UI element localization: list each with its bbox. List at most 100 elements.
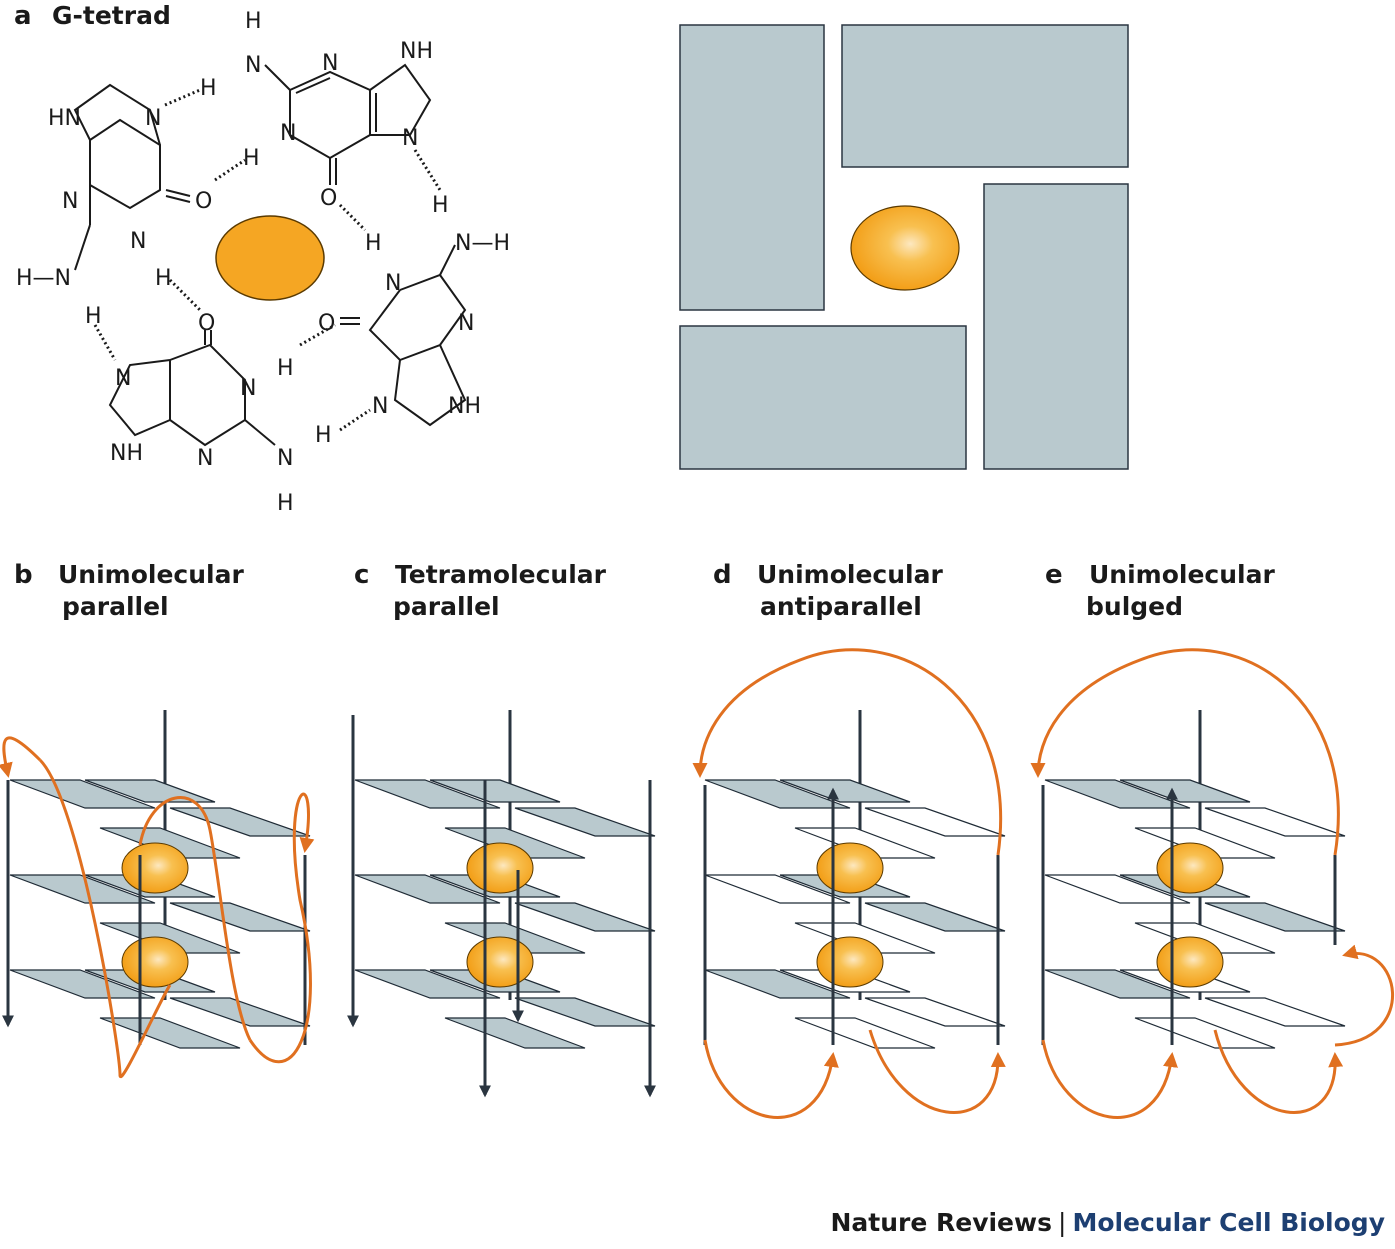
g-tetrad-structure xyxy=(73,63,467,447)
atom-label: N xyxy=(240,376,256,401)
loop-strand xyxy=(1334,944,1394,1047)
journal-separator: | xyxy=(1058,1208,1067,1237)
atom-label: N xyxy=(115,366,131,391)
cation-ion xyxy=(466,936,534,988)
loop-strand xyxy=(1030,648,1340,856)
atom-label: H—N xyxy=(16,266,71,291)
atom-label: N xyxy=(197,446,213,471)
guanine-plate xyxy=(429,779,561,803)
atom-label: H xyxy=(277,491,294,516)
panel-c-letter: c xyxy=(354,560,369,590)
guanine-plate xyxy=(99,1017,241,1049)
atom-label: N xyxy=(322,51,338,76)
panel-a-heading: a G-tetrad xyxy=(14,1,171,31)
guanine-plate xyxy=(1134,1017,1276,1049)
quadruplex-tetramolecular-parallel xyxy=(347,710,656,1098)
panel-e-letter: e xyxy=(1045,560,1063,590)
atom-label: N xyxy=(62,189,78,214)
atom-label: N xyxy=(402,126,418,151)
loop-strand xyxy=(248,792,315,1064)
panel-b-title-line2: parallel xyxy=(62,592,169,621)
guanine-plate xyxy=(704,969,851,999)
g-tetrad-atoms: H N H N NH N H N O HN N N O N H N—H H H—… xyxy=(16,9,510,516)
quadruplex-unimolecular-parallel xyxy=(0,710,315,1079)
subjournal-name: Molecular Cell Biology xyxy=(1072,1208,1385,1237)
guanine-plate xyxy=(794,1017,936,1049)
guanine-plate xyxy=(169,902,311,932)
atom-label: O xyxy=(318,311,335,336)
panel-d-letter: d xyxy=(713,560,732,590)
guanine-plate xyxy=(779,779,911,803)
guanine-plate xyxy=(9,874,156,904)
panel-c-heading: c Tetramolecular parallel xyxy=(354,560,607,621)
guanine-plate xyxy=(514,902,656,932)
panel-d-title-line2: antiparallel xyxy=(760,592,922,621)
panel-c-title-line2: parallel xyxy=(393,592,500,621)
panel-e-title-line1: Unimolecular xyxy=(1089,560,1275,589)
cation-ion xyxy=(466,842,534,894)
guanine-bottom-right xyxy=(340,244,467,427)
panel-c-title-line1: Tetramolecular xyxy=(395,560,607,589)
loop-strand xyxy=(868,1029,1006,1114)
guanine-top-left xyxy=(73,83,191,271)
guanine-block-bottom xyxy=(679,325,967,470)
atom-label: H xyxy=(245,9,262,34)
loop-strand xyxy=(1041,1039,1178,1119)
guanine-plate xyxy=(354,874,501,904)
guanine-plate xyxy=(704,874,851,904)
guanine-plate xyxy=(1204,902,1346,932)
guanine-plate xyxy=(1044,779,1191,809)
cation-ion xyxy=(121,936,189,988)
cation-ion xyxy=(1156,842,1224,894)
atom-label: N—H xyxy=(455,231,510,256)
panel-b-title-line1: Unimolecular xyxy=(58,560,244,589)
atom-label: H xyxy=(315,423,332,448)
atom-label: H xyxy=(432,193,449,218)
journal-credit: Nature Reviews|Molecular Cell Biology xyxy=(830,1208,1385,1237)
panel-e-title-line2: bulged xyxy=(1086,592,1183,621)
atom-label: O xyxy=(320,186,337,211)
guanine-plate xyxy=(354,969,501,999)
guanine-plate xyxy=(864,807,1006,837)
guanine-plate xyxy=(1044,969,1191,999)
guanine-plate xyxy=(864,997,1006,1027)
guanine-plate xyxy=(864,902,1006,932)
journal-name: Nature Reviews xyxy=(830,1208,1052,1237)
atom-label: H xyxy=(200,76,217,101)
atom-label: NH xyxy=(448,394,481,419)
atom-label: N xyxy=(145,106,161,131)
atom-label: N xyxy=(372,394,388,419)
quadruplex-unimolecular-bulged xyxy=(1030,648,1394,1119)
cation-ion xyxy=(816,842,884,894)
loop-strand xyxy=(38,758,172,1079)
loop-strand xyxy=(703,1039,839,1119)
atom-label: O xyxy=(198,311,215,336)
atom-label: N xyxy=(130,229,146,254)
quadruplex-unimolecular-antiparallel xyxy=(692,648,1006,1119)
guanine-block-right xyxy=(983,183,1129,470)
cation-ion xyxy=(215,215,325,301)
panel-d-heading: d Unimolecular antiparallel xyxy=(713,560,943,621)
hydrogen-bonds xyxy=(93,88,442,432)
cation-ion xyxy=(121,842,189,894)
guanine-plate xyxy=(704,779,851,809)
panel-b-heading: b Unimolecular parallel xyxy=(14,560,244,621)
guanine-plate xyxy=(514,807,656,837)
guanine-plate xyxy=(354,779,501,809)
guanine-plate xyxy=(1044,874,1191,904)
guanine-plate xyxy=(9,969,156,999)
cation-ion-schematic xyxy=(850,205,960,291)
guanine-block-top xyxy=(841,24,1129,168)
guanine-plate xyxy=(1204,807,1346,837)
atom-label: NH xyxy=(400,39,433,64)
loop-strand xyxy=(138,796,252,1041)
atom-label: H xyxy=(155,266,172,291)
atom-label: H xyxy=(365,231,382,256)
atom-label: H xyxy=(243,146,260,171)
atom-label: N xyxy=(385,271,401,296)
panel-e-heading: e Unimolecular bulged xyxy=(1045,560,1275,621)
guanine-plate xyxy=(514,997,656,1027)
atom-label: N xyxy=(245,53,261,78)
guanine-plate xyxy=(169,807,311,837)
guanine-plate xyxy=(1204,997,1346,1027)
